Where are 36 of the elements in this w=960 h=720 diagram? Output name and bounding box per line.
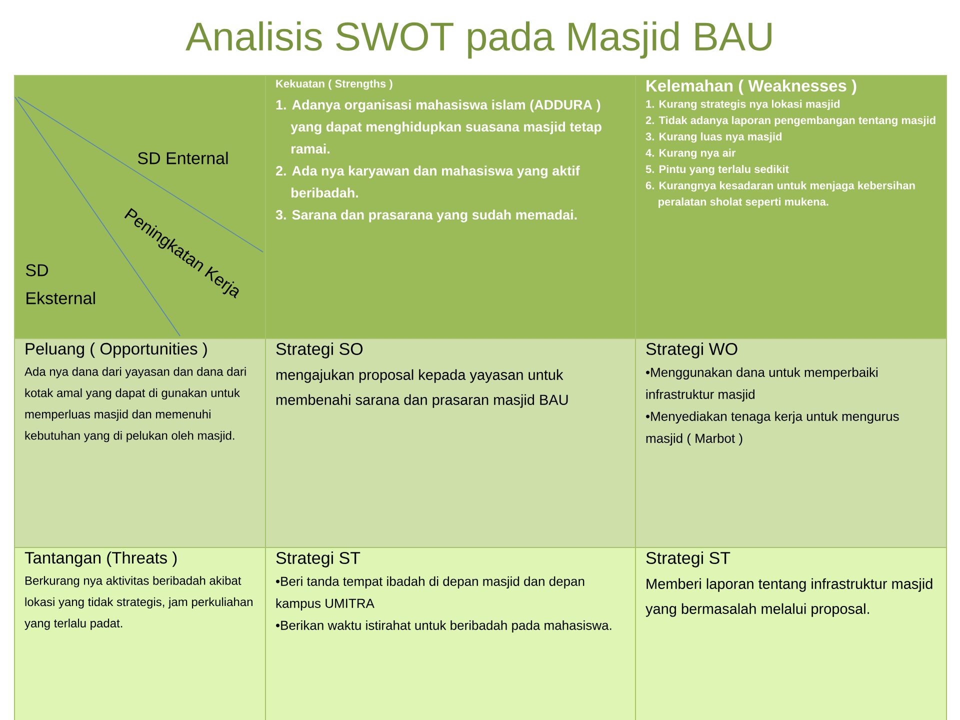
- table-cell: [14, 547, 266, 720]
- cell-text: Memberi laporan tentang infrastruktur masjid yang bermasalah melalui proposal.: [646, 578, 932, 617]
- list-item: •Menggunakan dana untuk memperbaiki infrastruktur masjid: [646, 367, 878, 402]
- list-item: 3. Kurang luas nya masjid: [646, 132, 782, 143]
- list-item: 5. Pintu yang terlalu sedikit: [646, 164, 789, 176]
- table-cell: [635, 75, 948, 339]
- cell-heading: Kekuatan ( Strengths ): [276, 80, 392, 90]
- table-cell: [265, 547, 636, 720]
- list-item: 1. Adanya organisasi mahasiswa islam (ADDURA ) yang dapat menghidupkan suasana masjid tetap ramai.: [276, 100, 602, 154]
- list-item: 2. Ada nya karyawan dan mahasiswa yang aktif beribadah.: [276, 166, 580, 198]
- axis-label: SD Enternal: [138, 152, 228, 164]
- cell-heading: Strategi SO: [276, 342, 363, 358]
- cell-heading: Strategi ST: [646, 552, 730, 568]
- cell-text: Ada nya dana dari yayasan dan dana dari kotak amal yang dapat di gunakan untuk memperluas masjid dan memenuhi kebutuhan yang di pelukan oleh masjid.: [24, 367, 246, 442]
- cell-heading: Tantangan (Threats ): [24, 552, 177, 567]
- cell-text: mengajukan proposal kepada yayasan untuk membenahi sarana dan prasaran masjid BAU: [276, 369, 568, 408]
- list-item: 3. Sarana dan prasarana yang sudah memadai.: [276, 210, 577, 222]
- cell-heading: Strategi ST: [276, 552, 360, 568]
- table-cell: [635, 338, 948, 548]
- cell-text: Berkurang nya aktivitas beribadah akibat lokasi yang tidak strategis, jam perkuliahan yang terlalu padat.: [24, 576, 252, 630]
- cell-heading: Peluang ( Opportunities ): [26, 342, 207, 358]
- cell-heading: Strategi WO: [646, 342, 738, 358]
- list-item: •Berikan waktu istirahat untuk beribadah pada mahasiswa.: [276, 620, 612, 633]
- title: Analisis SWOT pada Masjid BAU: [186, 21, 772, 59]
- table-cell: [265, 338, 636, 548]
- table-cell: [635, 547, 948, 720]
- list-item: 6. Kurangnya kesadaran untuk menjaga kebersihan peralatan sholat seperti mukena.: [646, 181, 915, 208]
- list-item: 2. Tidak adanya laporan pengembangan tentang masjid: [646, 116, 936, 126]
- axis-label: SD Eksternal: [26, 264, 95, 304]
- list-item: •Beri tanda tempat ibadah di depan masjid dan depan kampus UMITRA: [276, 576, 584, 611]
- list-item: 1. Kurang strategis nya lokasi masjid: [646, 100, 840, 110]
- list-item: •Menyediakan tenaga kerja untuk mengurus masjid ( Marbot ): [646, 411, 899, 446]
- table-cell: [14, 338, 266, 548]
- table-cell: [265, 75, 636, 339]
- cell-heading: Kelemahan ( Weaknesses ): [646, 80, 856, 95]
- list-item: 4. Kurang nya air: [646, 148, 736, 159]
